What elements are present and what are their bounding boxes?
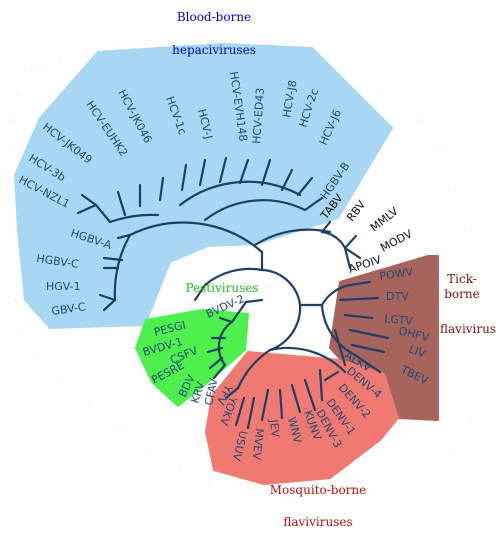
pestivirus-title: Pestiviruses (186, 281, 259, 295)
leaf-liv: LIV (407, 343, 428, 361)
leaf-modv: MODV (378, 227, 414, 255)
leaf-mvev: MVEV (250, 428, 266, 461)
leaf-gbv-c: GBV-C (51, 300, 87, 318)
leaf-hcv-j8: HCV-J8 (280, 79, 299, 118)
leaf-hcv-ed43: HCV-ED43 (250, 87, 267, 144)
leaf-mmlv: MMLV (368, 204, 401, 234)
leaf-jev: JEV (267, 418, 282, 438)
mosquito-borne-clade-region (205, 351, 399, 485)
leaf-hgbv-c: HGBV-C (36, 252, 80, 271)
tick-borne-title-line3: flaviviruses (440, 322, 496, 336)
clade-titles: Blood-borne hepaciviruses Pestiviruses T… (172, 10, 496, 529)
leaf-lgtv: LGTV (384, 312, 414, 328)
pestivirus-clade-region (135, 309, 249, 407)
hepacivirus-title-line2: hepaciviruses (172, 43, 256, 57)
mosquito-borne-title-line2: flaviviruses (283, 515, 352, 529)
leaf-powv: POWV (379, 265, 415, 283)
leaf-wnv: WNV (285, 416, 304, 445)
tree-branches (76, 156, 390, 430)
tick-borne-title-line1: Tick- (447, 272, 477, 286)
leaf-cfav: CFAV (202, 377, 220, 407)
dotted-background (9, 59, 471, 486)
tick-borne-title-line2: borne (444, 287, 479, 301)
mosquito-borne-title-line1: Mosquito-borne (270, 483, 367, 497)
leaf-hgv-1: HGV-1 (46, 280, 81, 293)
hepacivirus-clade-region (14, 43, 393, 329)
hepacivirus-title-line1: Blood-borne (177, 10, 251, 24)
leaf-dtv: DTV (386, 290, 409, 303)
